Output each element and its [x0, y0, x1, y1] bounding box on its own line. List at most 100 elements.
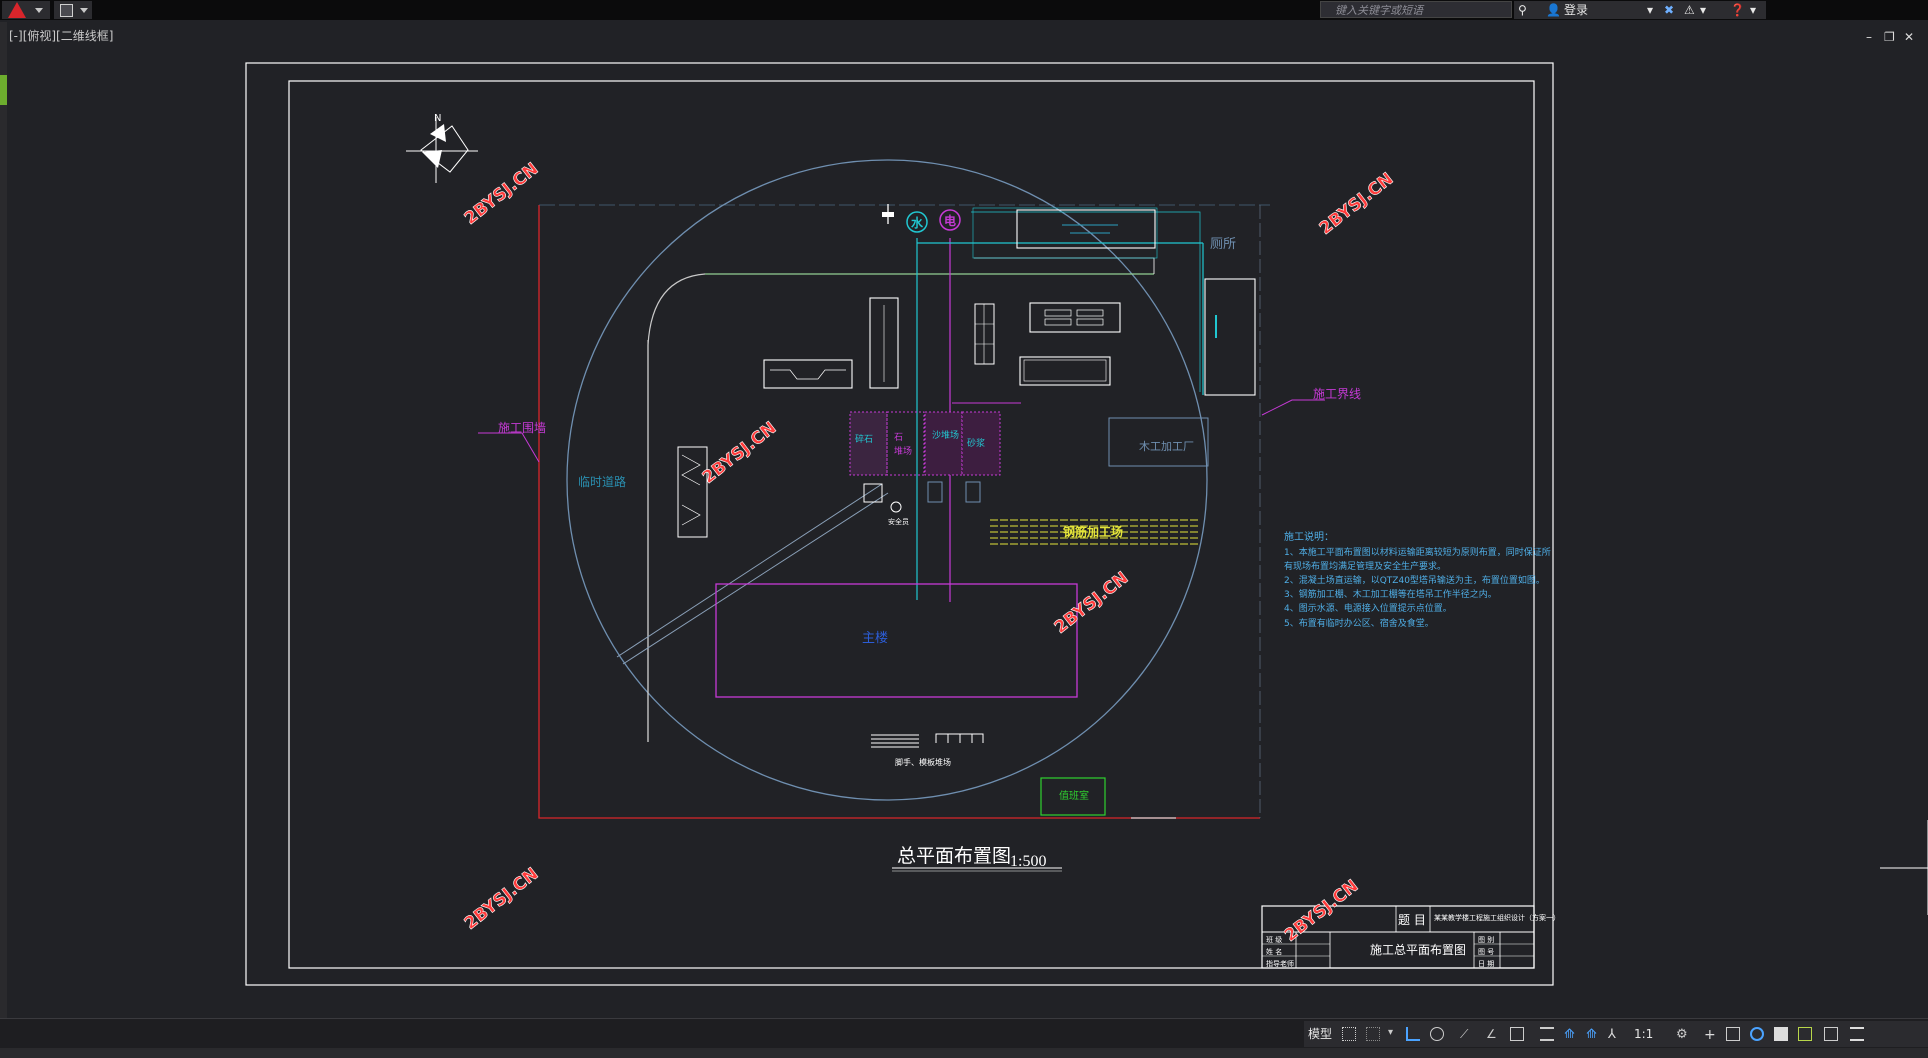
note-line: 1、本施工平面布置图以材料运输距离较短为原则布置，同时保证所 [1284, 546, 1551, 558]
title-bar: 键入关键字或短语 ⚲ 👤 登录 ▾ ✖ ⚠ ▾ ❓ ▾ [0, 0, 1928, 20]
chevron-down-icon[interactable]: ▾ [1647, 3, 1654, 17]
brick-stack [677, 446, 708, 538]
isolate-icon[interactable] [1726, 1027, 1740, 1041]
crane-radius-circle [566, 159, 1208, 801]
login-button[interactable]: 登录 [1564, 3, 1589, 17]
quick-access-toolbar[interactable] [54, 1, 92, 19]
hardware-acceleration-icon[interactable] [1750, 1027, 1764, 1041]
chevron-down-icon[interactable] [80, 8, 88, 13]
ortho-icon[interactable] [1406, 1027, 1420, 1041]
mixer-icon [927, 481, 943, 503]
annotation-visibility-icon[interactable]: ⟰ [1586, 1027, 1597, 1042]
rebar-yard: 钢筋加工场 [990, 519, 1200, 545]
status-bar: 模型 ▾ ⟋ ∠ ⟰ ⟰ ⅄ 1:1 ⚙ + [0, 1018, 1928, 1049]
chevron-down-icon [35, 8, 43, 13]
autocad-logo-icon [8, 2, 26, 18]
mortar-pile-label: 砂浆 [967, 437, 985, 449]
site-boundary [538, 205, 1260, 819]
restore-icon[interactable]: ❐ [1884, 30, 1895, 44]
boundary-label: 施工界线 [1313, 387, 1361, 401]
panel-tab[interactable] [0, 75, 7, 105]
mixer-icon [965, 481, 981, 503]
binoculars-icon[interactable]: ⚲ [1518, 3, 1527, 17]
note-line: 2、混凝土场直运输，以QTZ40型塔吊输送为主，布置位置如图。 [1284, 574, 1545, 586]
user-icon[interactable]: 👤 [1546, 3, 1561, 17]
chevron-down-icon[interactable]: ▾ [1750, 3, 1757, 17]
watermark: 2BYSJ.CN [1051, 568, 1133, 638]
title-block-drawing-name: 施工总平面布置图 [1370, 943, 1466, 957]
left-panel-edge [0, 22, 7, 1042]
search-input[interactable]: 键入关键字或短语 [1320, 1, 1512, 18]
grid-icon[interactable] [1342, 1027, 1356, 1041]
main-building-label: 主楼 [862, 631, 888, 646]
water-label: 水 [911, 215, 924, 230]
autoscale-icon[interactable]: ⅄ [1608, 1027, 1616, 1042]
chevron-down-icon[interactable]: ▾ [1700, 3, 1707, 17]
drawing-scale: 1:500 [1010, 853, 1046, 870]
annotation-scale-icon[interactable]: ⟰ [1564, 1027, 1575, 1042]
north-arrow: N [406, 113, 478, 183]
title-block: 题 目 某某教学楼工程施工组织设计（方案一） 施工总平面布置图 班 级 姓 名 … [1261, 905, 1560, 969]
plus-icon[interactable]: + [1704, 1027, 1716, 1043]
clean-screen-icon[interactable] [1774, 1027, 1788, 1041]
drawing-canvas[interactable]: N 水 电 厕所 施工界线 施工围墙 临时道路 [0, 0, 1928, 1018]
workspace-icon[interactable] [1798, 1027, 1812, 1041]
chevron-down-icon[interactable]: ▾ [1388, 1027, 1394, 1038]
carpentry-workshop [1108, 417, 1209, 467]
fullscreen-icon[interactable] [1824, 1027, 1838, 1041]
toilet-label: 厕所 [1210, 237, 1236, 252]
status-toolbar: 模型 ▾ ⟋ ∠ ⟰ ⟰ ⅄ 1:1 ⚙ + [1304, 1021, 1928, 1047]
minimize-icon[interactable]: – [1866, 30, 1872, 44]
main-building [715, 583, 1078, 698]
temp-road [647, 273, 1154, 742]
title-block-cell: 图 号 [1478, 948, 1494, 956]
sand-pile-label: 沙堆场 [932, 430, 959, 441]
stone-pile-label-2: 堆场 [894, 446, 912, 457]
save-icon[interactable] [60, 4, 73, 17]
exchange-icon[interactable]: ✖ [1664, 3, 1675, 17]
power-source-icon [939, 209, 961, 231]
rebar-label: 钢筋加工场 [1063, 524, 1123, 539]
autodesk-apps-icon[interactable]: ⚠ [1684, 3, 1695, 17]
watermark: 2BYSJ.CN [1281, 876, 1363, 946]
title-block-cell: 指导老师 [1266, 959, 1294, 968]
tower-crane-icon [863, 483, 883, 503]
worker-icon [890, 501, 902, 513]
application-menu-button[interactable] [2, 1, 50, 19]
title-block-cell: 日 期 [1478, 960, 1494, 968]
title-block-project: 某某教学楼工程施工组织设计（方案一） [1434, 913, 1560, 922]
inner-frame [288, 80, 1535, 969]
osnap-icon[interactable]: ⟋ [1460, 1027, 1469, 1041]
mortar-pile [961, 411, 1001, 476]
worker-label: 安全员 [888, 517, 909, 526]
note-line: 5、布置有临时办公区、宿舍及食堂。 [1284, 617, 1434, 629]
watermark: 2BYSJ.CN [461, 159, 543, 229]
snap-icon[interactable] [1366, 1027, 1380, 1041]
watermark-group: 2BYSJ.CN 2BYSJ.CN 2BYSJ.CN 2BYSJ.CN 2BYS… [460, 159, 1397, 946]
help-icon[interactable]: ❓ [1730, 3, 1745, 17]
dynamic-ucs-icon[interactable] [1510, 1027, 1524, 1041]
note-line: 4、图示水源、电源接入位置提示点位置。 [1284, 602, 1452, 614]
material-shed [869, 297, 899, 389]
title-block-cell: 姓 名 [1266, 947, 1282, 956]
model-space-button[interactable]: 模型 [1308, 1027, 1333, 1041]
cement-store [763, 359, 853, 389]
viewport-controls[interactable]: [-][俯视][二维线框] [9, 29, 114, 43]
otrack-icon[interactable]: ∠ [1486, 1027, 1497, 1041]
infocenter-toolbar: ⚲ 👤 登录 ▾ ✖ ⚠ ▾ ❓ ▾ [1514, 1, 1766, 19]
close-icon[interactable]: ✕ [1904, 30, 1915, 44]
scale-dropdown[interactable]: 1:1 [1634, 1027, 1654, 1041]
drawing-window-controls: – ❐ ✕ [1862, 30, 1922, 44]
title-block-cell: 图 别 [1478, 935, 1494, 944]
customize-menu-icon[interactable] [1850, 1027, 1864, 1041]
lineweight-icon[interactable] [1540, 1027, 1554, 1041]
temp-road-label: 临时道路 [578, 474, 626, 489]
polar-icon[interactable] [1430, 1027, 1444, 1041]
equipment-shed [1029, 302, 1121, 333]
watermark: 2BYSJ.CN [461, 864, 543, 934]
note-line: 3、钢筋加工棚、木工加工棚等在塔吊工作半径之内。 [1284, 588, 1497, 600]
sand-pile [924, 411, 963, 476]
construction-notes: 施工说明： 1、本施工平面布置图以材料运输距离较短为原则布置，同时保证所 有现场… [1284, 530, 1551, 629]
gear-icon[interactable]: ⚙ [1676, 1027, 1688, 1042]
guard-room-label: 值班室 [1059, 789, 1089, 802]
